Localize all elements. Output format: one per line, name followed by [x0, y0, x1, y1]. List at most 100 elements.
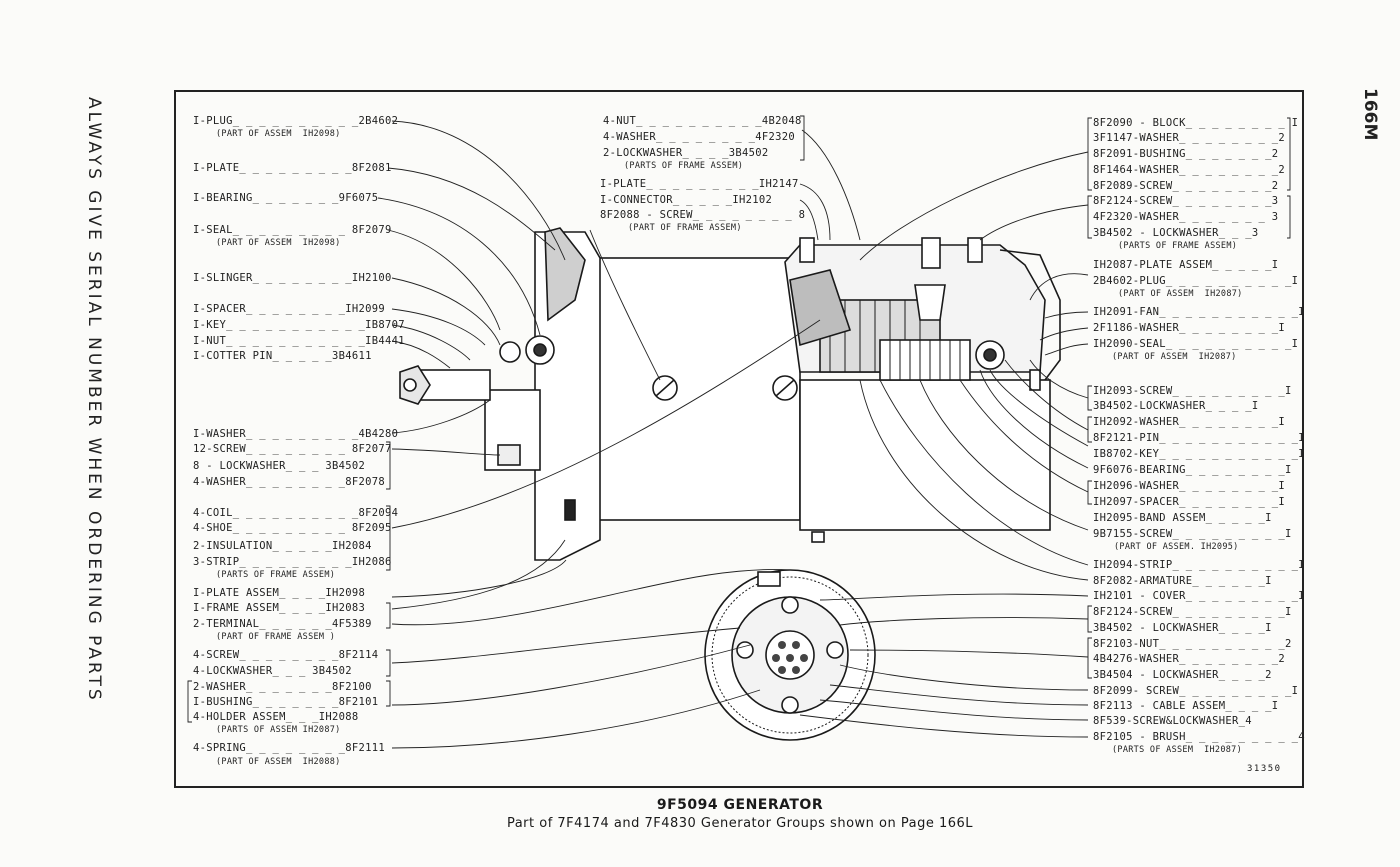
label-washer-8f1464: 8F1464-WASHER_ _ _ _ _ _ _ _2 — [1093, 164, 1286, 176]
label-fan: IH2091-FAN_ _ _ _ _ _ _ _ _ _ _I — [1093, 306, 1305, 318]
label-washer-ih2092: IH2092-WASHER_ _ _ _ _ _ _ _I — [1093, 416, 1286, 428]
label-screw-lockwasher: 8F539-SCREW&LOCKWASHER_4 — [1093, 715, 1252, 727]
label-band-assem: IH2095-BAND ASSEM_ _ _ _ _I — [1093, 512, 1272, 524]
cover-band — [999, 249, 1061, 381]
label-screw-center-note: (PART OF FRAME ASSEM) — [628, 223, 742, 233]
commutator-end-housing — [799, 379, 1051, 531]
end-view-brush-4 — [781, 696, 799, 714]
label-seal-right: IH2090-SEAL_ _ _ _ _ _ _ _ _ _I — [1093, 338, 1299, 350]
label-washer-4b4276: 4B4276-WASHER_ _ _ _ _ _ _ _2 — [1093, 653, 1286, 665]
label-key-right: IB8702-KEY_ _ _ _ _ _ _ _ _ _ _I — [1093, 448, 1305, 460]
label-washer-ih2096: IH2096-WASHER_ _ _ _ _ _ _ _I — [1093, 480, 1286, 492]
label-terminal: 2-TERMINAL_ _ _ _ _ _4F5389 — [193, 618, 372, 630]
label-plug-right-note: (PART OF ASSEM IH2087) — [1118, 289, 1243, 299]
label-spacer: I-SPACER_ _ _ _ _ _ _ _IH2099 — [193, 303, 386, 315]
label-strip-note: (PARTS OF FRAME ASSEM) — [216, 570, 336, 580]
cotter-pin-hole — [403, 378, 417, 392]
label-plug-right: 2B4602-PLUG_ _ _ _ _ _ _ _ _ _I — [1093, 275, 1299, 287]
label-key: I-KEY_ _ _ _ _ _ _ _ _ _ _IB8707 — [193, 319, 405, 331]
label-connector: I-CONNECTOR_ _ _ _ _IH2102 — [600, 194, 773, 206]
page-number: 166M — [1360, 88, 1380, 141]
label-lockwasher-right-b: 3B4502 - LOCKWASHER_ _ _ _I — [1093, 622, 1272, 634]
label-strip-right: IH2094-STRIP_ _ _ _ _ _ _ _ _ _I — [1093, 559, 1305, 571]
label-plate-assem: I-PLATE ASSEM_ _ _ _IH2098 — [193, 587, 366, 599]
label-nut-right: 8F2103-NUT_ _ _ _ _ _ _ _ _ _2 — [1093, 638, 1292, 650]
label-screw-ih2093: IH2093-SCREW_ _ _ _ _ _ _ _ _I — [1093, 385, 1292, 397]
label-lockwasher-8: 8 - LOCKWASHER_ _ _ 3B4502 — [193, 460, 366, 472]
label-screw-8f2089: 8F2089-SCREW_ _ _ _ _ _ _ _2 — [1093, 180, 1279, 192]
pulley-housing — [484, 389, 541, 471]
label-cover: IH2101 - COVER_ _ _ _ _ _ _ _ _I — [1093, 590, 1305, 602]
label-washer-center: 4-WASHER_ _ _ _ _ _ _ _4F2320 — [603, 131, 796, 143]
label-screw-4: 4-SCREW_ _ _ _ _ _ _ _8F2114 — [193, 649, 379, 661]
label-lockwasher-3b4502-note: (PARTS OF FRAME ASSEM) — [1118, 241, 1238, 251]
generator-frame-body — [564, 257, 801, 521]
label-nut: I-NUT_ _ _ _ _ _ _ _ _ _ _IB4441 — [193, 335, 405, 347]
label-spring-note: (PART OF ASSEM IH2088) — [216, 757, 341, 767]
label-seal: I-SEAL_ _ _ _ _ _ _ _ _ 8F2079 — [193, 224, 392, 236]
label-screw-9b7155-note: (PART OF ASSEM. IH2095) — [1114, 542, 1239, 552]
bolt-head-2 — [967, 237, 983, 263]
label-screw-12: 12-SCREW_ _ _ _ _ _ _ _ 8F2077 — [193, 443, 392, 455]
label-lockwasher-center-note: (PARTS OF FRAME ASSEM) — [624, 161, 744, 171]
fan — [789, 269, 852, 347]
label-washer-2f1186: 2F1186-WASHER_ _ _ _ _ _ _ _I — [1093, 322, 1286, 334]
label-pin: 8F2121-PIN_ _ _ _ _ _ _ _ _ _ _I — [1093, 432, 1305, 444]
drive-end-bearing-housing — [544, 227, 586, 322]
label-plate: I-PLATE_ _ _ _ _ _ _ _ _8F2081 — [193, 162, 392, 174]
label-screw-8f2124-b: 8F2124-SCREW_ _ _ _ _ _ _ _ _I — [1093, 606, 1292, 618]
label-seal-right-note: (PART OF ASSEM IH2087) — [1112, 352, 1237, 362]
label-bearing-right: 9F6076-BEARING_ _ _ _ _ _ _ _I — [1093, 464, 1292, 476]
label-lockwasher-3b4502: 3B4502 - LOCKWASHER_ _ _3 — [1093, 227, 1259, 239]
terminal-post — [921, 237, 941, 269]
label-washer-4f2320: 4F2320-WASHER_ _ _ _ _ _ _ 3 — [1093, 211, 1279, 223]
label-armature: 8F2082-ARMATURE_ _ _ _ _ _I — [1093, 575, 1272, 587]
bolt-head-1 — [799, 237, 815, 263]
label-screw-8f2099: 8F2099- SCREW_ _ _ _ _ _ _ _ _I — [1093, 685, 1299, 697]
commutator — [879, 339, 971, 381]
label-screw-9b7155: 9B7155-SCREW_ _ _ _ _ _ _ _ _I — [1093, 528, 1292, 540]
label-brush: 8F2105 - BRUSH_ _ _ _ _ _ _ _ _4 — [1093, 731, 1305, 743]
label-screw-center: 8F2088 - SCREW_ _ _ _ _ _ _ _ 8 — [600, 209, 806, 221]
label-cotter-pin: I-COTTER PIN_ _ _ _ _3B4611 — [193, 350, 372, 362]
diagram-frame — [174, 90, 1304, 788]
label-lockwasher-4: 4-LOCKWASHER_ _ _ 3B4502 — [193, 665, 352, 677]
label-bushing: I-BUSHING_ _ _ _ _ _ _8F2101 — [193, 696, 379, 708]
ordering-notice: ALWAYS GIVE SERIAL NUMBER WHEN ORDERING … — [84, 97, 104, 703]
label-nut-4: 4-NUT_ _ _ _ _ _ _ _ _ _4B2048 — [603, 115, 802, 127]
end-view-brush-2 — [826, 641, 844, 659]
label-brush-note: (PARTS OF ASSEM IH2087) — [1112, 745, 1243, 755]
label-plug-note: (PART OF ASSEM IH2098) — [216, 129, 341, 139]
label-holder-assem: 4-HOLDER ASSEM_ _ _IH2088 — [193, 711, 359, 723]
label-lockwasher-3b4504: 3B4504 - LOCKWASHER_ _ _ _2 — [1093, 669, 1272, 681]
label-shoe: 4-SHOE_ _ _ _ _ _ _ _ _ 8F2095 — [193, 522, 392, 534]
label-frame-assem: I-FRAME ASSEM_ _ _ _IH2083 — [193, 602, 366, 614]
label-slinger: I-SLINGER_ _ _ _ _ _ _ _IH2100 — [193, 272, 392, 284]
label-terminal-note: (PART OF FRAME ASSEM ) — [216, 632, 336, 642]
figure-number: 31350 — [1247, 764, 1282, 774]
label-strip: 3-STRIP_ _ _ _ _ _ _ _ _IH2086 — [193, 556, 392, 568]
label-lockwasher-right: 3B4502-LOCKWASHER_ _ _ _I — [1093, 400, 1259, 412]
label-plate-center: I-PLATE_ _ _ _ _ _ _ _ _IH2147 — [600, 178, 799, 190]
label-washer: I-WASHER_ _ _ _ _ _ _ _ _4B4280 — [193, 428, 399, 440]
brush-holder — [914, 284, 946, 321]
label-insulation: 2-INSULATION_ _ _ _ _IH2084 — [193, 540, 372, 552]
end-view-terminal — [757, 571, 781, 587]
label-spacer-right: IH2097-SPACER_ _ _ _ _ _ _ _I — [1093, 496, 1286, 508]
label-bushing-right: 8F2091-BUSHING_ _ _ _ _ _ _2 — [1093, 148, 1279, 160]
label-washer-2: 2-WASHER_ _ _ _ _ _ _8F2100 — [193, 681, 372, 693]
label-lockwasher-center: 2-LOCKWASHER_ _ _ _3B4502 — [603, 147, 769, 159]
label-washer-4: 4-WASHER_ _ _ _ _ _ _ _8F2078 — [193, 476, 386, 488]
caption-subtitle: Part of 7F4174 and 7F4830 Generator Grou… — [506, 816, 974, 831]
label-cable-assem: 8F2113 - CABLE ASSEM_ _ _ _I — [1093, 700, 1279, 712]
caption-title: 9F5094 GENERATOR — [656, 797, 824, 813]
label-bearing: I-BEARING_ _ _ _ _ _ _9F6075 — [193, 192, 379, 204]
label-washer-3f1147: 3F1147-WASHER_ _ _ _ _ _ _ _2 — [1093, 132, 1286, 144]
frame-shading — [564, 499, 576, 521]
end-view-brush-3 — [781, 596, 799, 614]
label-plate-assem-right: IH2087-PLATE ASSEM_ _ _ _ _I — [1093, 259, 1279, 271]
label-block: 8F2090 - BLOCK_ _ _ _ _ _ _ _ I — [1093, 117, 1299, 129]
label-plug: I-PLUG_ _ _ _ _ _ _ _ _ _2B4602 — [193, 115, 399, 127]
label-holder-assem-note: (PARTS OF ASSEM IH2087) — [216, 725, 341, 735]
